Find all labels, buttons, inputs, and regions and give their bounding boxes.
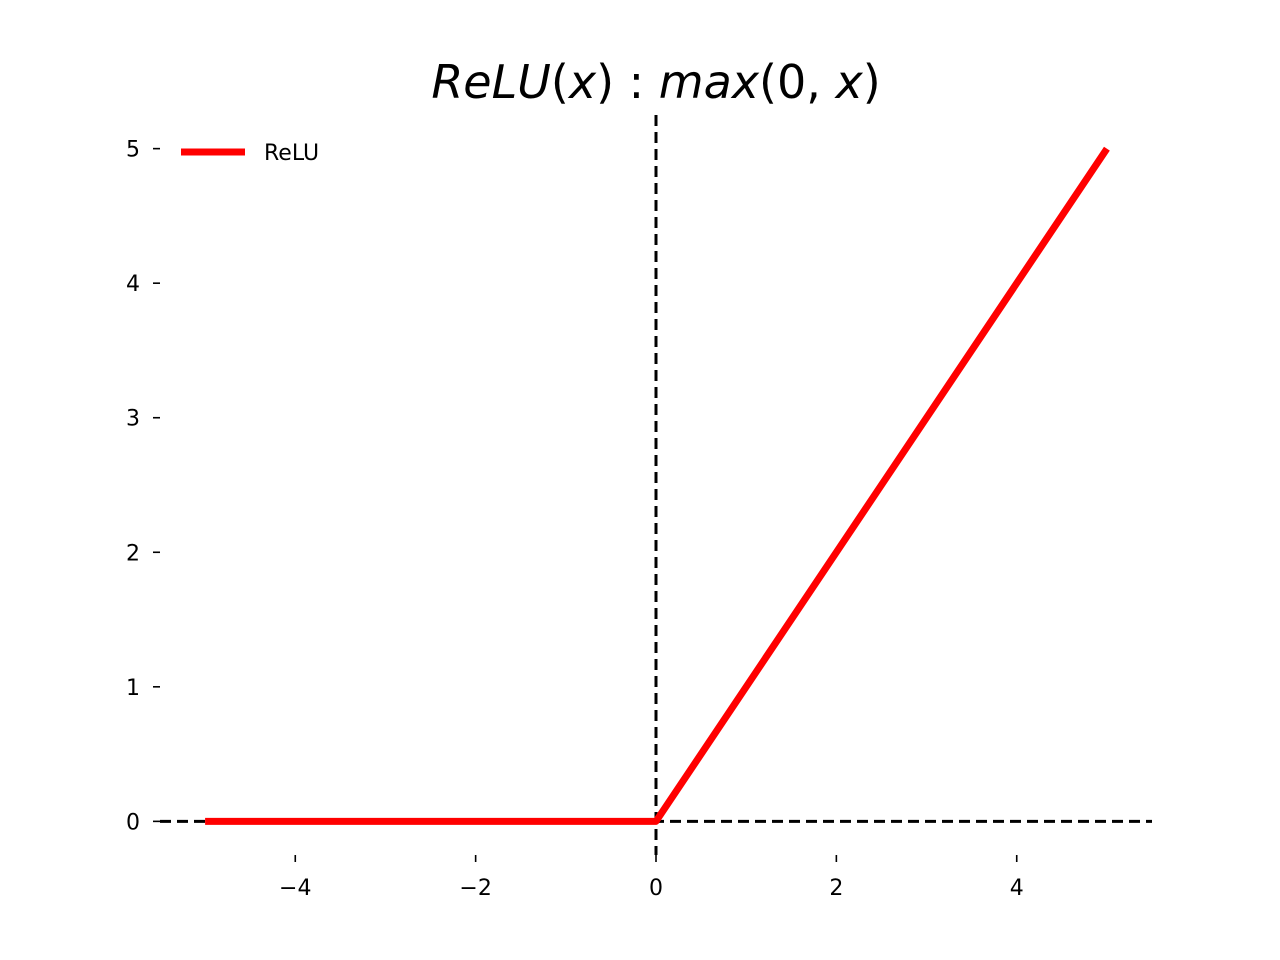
- title-part: (0,: [759, 55, 835, 109]
- y-tick-label: 4: [126, 272, 140, 297]
- title-part: ): [863, 55, 881, 109]
- title-part: max: [659, 55, 760, 109]
- reference-lines: [160, 115, 1152, 855]
- title-part: ReLU: [431, 55, 551, 109]
- y-tick-label: 5: [126, 138, 140, 163]
- series-line-relu: [205, 146, 1110, 825]
- y-tick-label: 3: [126, 407, 140, 432]
- title-part: (: [551, 55, 569, 109]
- x-tick-label: 4: [1010, 876, 1024, 901]
- legend-label: ReLU: [264, 141, 319, 166]
- title-part: x: [833, 55, 863, 109]
- y-axis: 0 1 2 3 4 5: [126, 138, 160, 835]
- title-part: ): [596, 55, 614, 109]
- y-tick-label: 1: [126, 676, 140, 701]
- series-layer: [205, 146, 1110, 825]
- y-tick-label: 0: [126, 810, 140, 835]
- title-part: x: [567, 55, 597, 109]
- x-tick-label: −4: [279, 876, 311, 901]
- x-tick-label: −2: [459, 876, 491, 901]
- chart-title: ReLU(x) : max(0, x): [431, 55, 880, 109]
- x-tick-label: 0: [649, 876, 663, 901]
- y-tick-label: 2: [126, 541, 140, 566]
- legend: ReLU: [181, 141, 319, 166]
- x-tick-label: 2: [829, 876, 843, 901]
- x-axis: −4 −2 0 2 4: [279, 855, 1024, 901]
- title-part: :: [614, 55, 659, 109]
